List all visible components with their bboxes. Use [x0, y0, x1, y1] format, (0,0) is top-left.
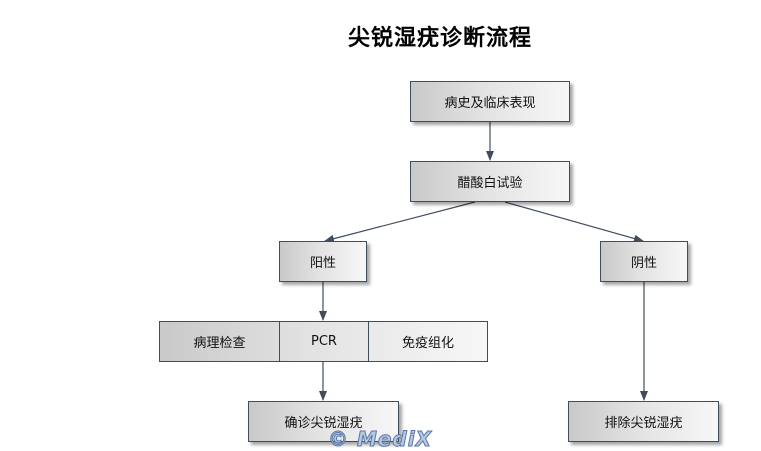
node-negative-label: 阴性 [630, 256, 657, 271]
node-method-immunohistochemistry: 免疫组化 [369, 322, 487, 361]
node-history-label: 病史及临床表现 [444, 96, 536, 111]
node-confirm: 确诊尖锐湿疣 [248, 401, 399, 442]
arrow-acetic-to-positive [324, 201, 476, 243]
node-exclude: 排除尖锐湿疣 [568, 401, 719, 442]
diagram-title: 尖锐湿疣诊断流程 [347, 26, 532, 51]
node-negative: 阴性 [600, 241, 688, 282]
node-method-pcr-label: PCR [311, 334, 337, 349]
node-acetic-test-label: 醋酸白试验 [457, 176, 523, 191]
node-positive-label: 阳性 [309, 256, 336, 271]
node-method-pcr: PCR [280, 322, 369, 361]
node-positive: 阳性 [279, 241, 367, 282]
medix-watermark: © MediX [327, 427, 433, 451]
node-acetic-test: 醋酸白试验 [410, 161, 570, 202]
node-methods-group: 病理检查 PCR 免疫组化 [159, 321, 488, 362]
node-exclude-label: 排除尖锐湿疣 [604, 416, 683, 431]
node-method-pathology-label: 病理检查 [193, 336, 246, 351]
node-method-pathology: 病理检查 [160, 322, 280, 361]
node-method-immunohistochemistry-label: 免疫组化 [401, 336, 454, 351]
arrow-acetic-to-negative [504, 201, 644, 243]
node-history: 病史及临床表现 [410, 81, 570, 122]
node-confirm-label: 确诊尖锐湿疣 [284, 416, 363, 431]
